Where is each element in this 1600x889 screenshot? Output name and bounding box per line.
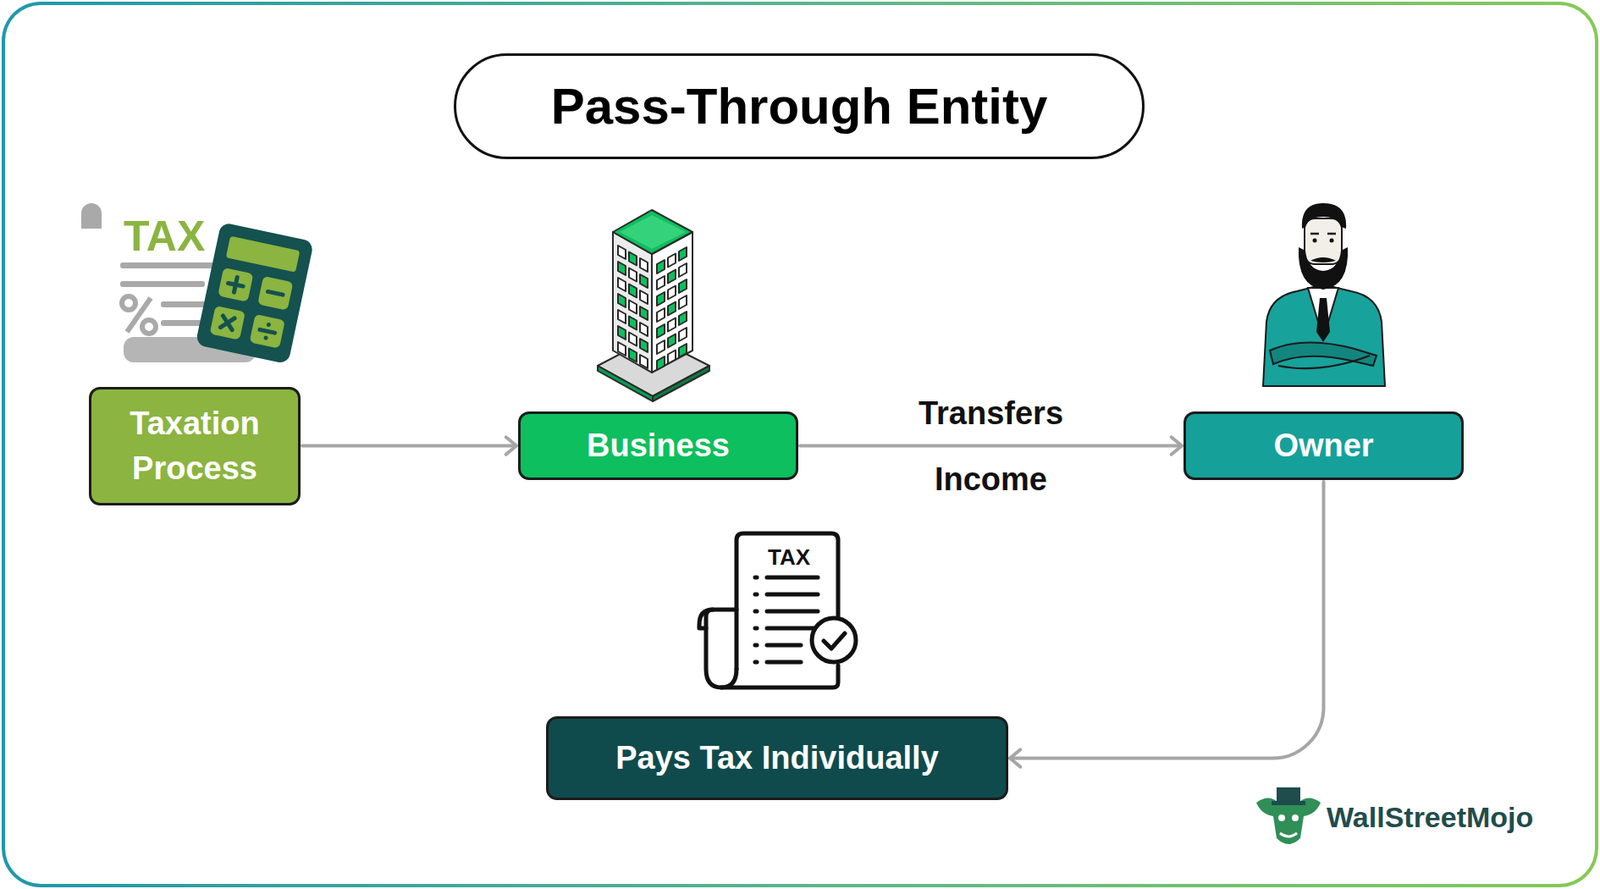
edge-label: Transfers Income bbox=[918, 380, 1064, 513]
owner-figure bbox=[1263, 203, 1385, 387]
watermark: WallStreetMojo bbox=[1326, 802, 1534, 832]
process-box: Business bbox=[518, 411, 799, 480]
box-text: Pays Tax Individually bbox=[615, 735, 939, 781]
icon-text: TAX bbox=[123, 215, 205, 258]
tax-document-icon bbox=[699, 533, 856, 688]
arrow-head bbox=[1009, 749, 1021, 767]
process-box: Pays Tax Individually bbox=[546, 716, 1009, 800]
process-box: Owner bbox=[1183, 411, 1464, 480]
flow-connector bbox=[800, 436, 1182, 454]
process-box: Taxation Process bbox=[88, 386, 301, 506]
arrow-head bbox=[1171, 436, 1182, 454]
arrow-head bbox=[506, 436, 517, 454]
office-building-icon bbox=[597, 209, 710, 402]
flow-connector bbox=[1009, 481, 1325, 767]
box-text: Taxation Process bbox=[106, 401, 283, 492]
connector-line bbox=[302, 444, 517, 448]
title-pill: Pass-Through Entity bbox=[453, 53, 1145, 160]
flow-connector bbox=[302, 436, 517, 454]
connector-line bbox=[800, 444, 1182, 448]
box-text: Owner bbox=[1273, 423, 1374, 469]
box-text: Business bbox=[586, 423, 730, 469]
tax-calculator-icon bbox=[81, 203, 315, 365]
brand-logo-icon bbox=[1256, 787, 1321, 845]
icon-text: TAX bbox=[767, 546, 811, 569]
diagram-title: Pass-Through Entity bbox=[551, 77, 1049, 136]
connector-line bbox=[1009, 481, 1325, 759]
